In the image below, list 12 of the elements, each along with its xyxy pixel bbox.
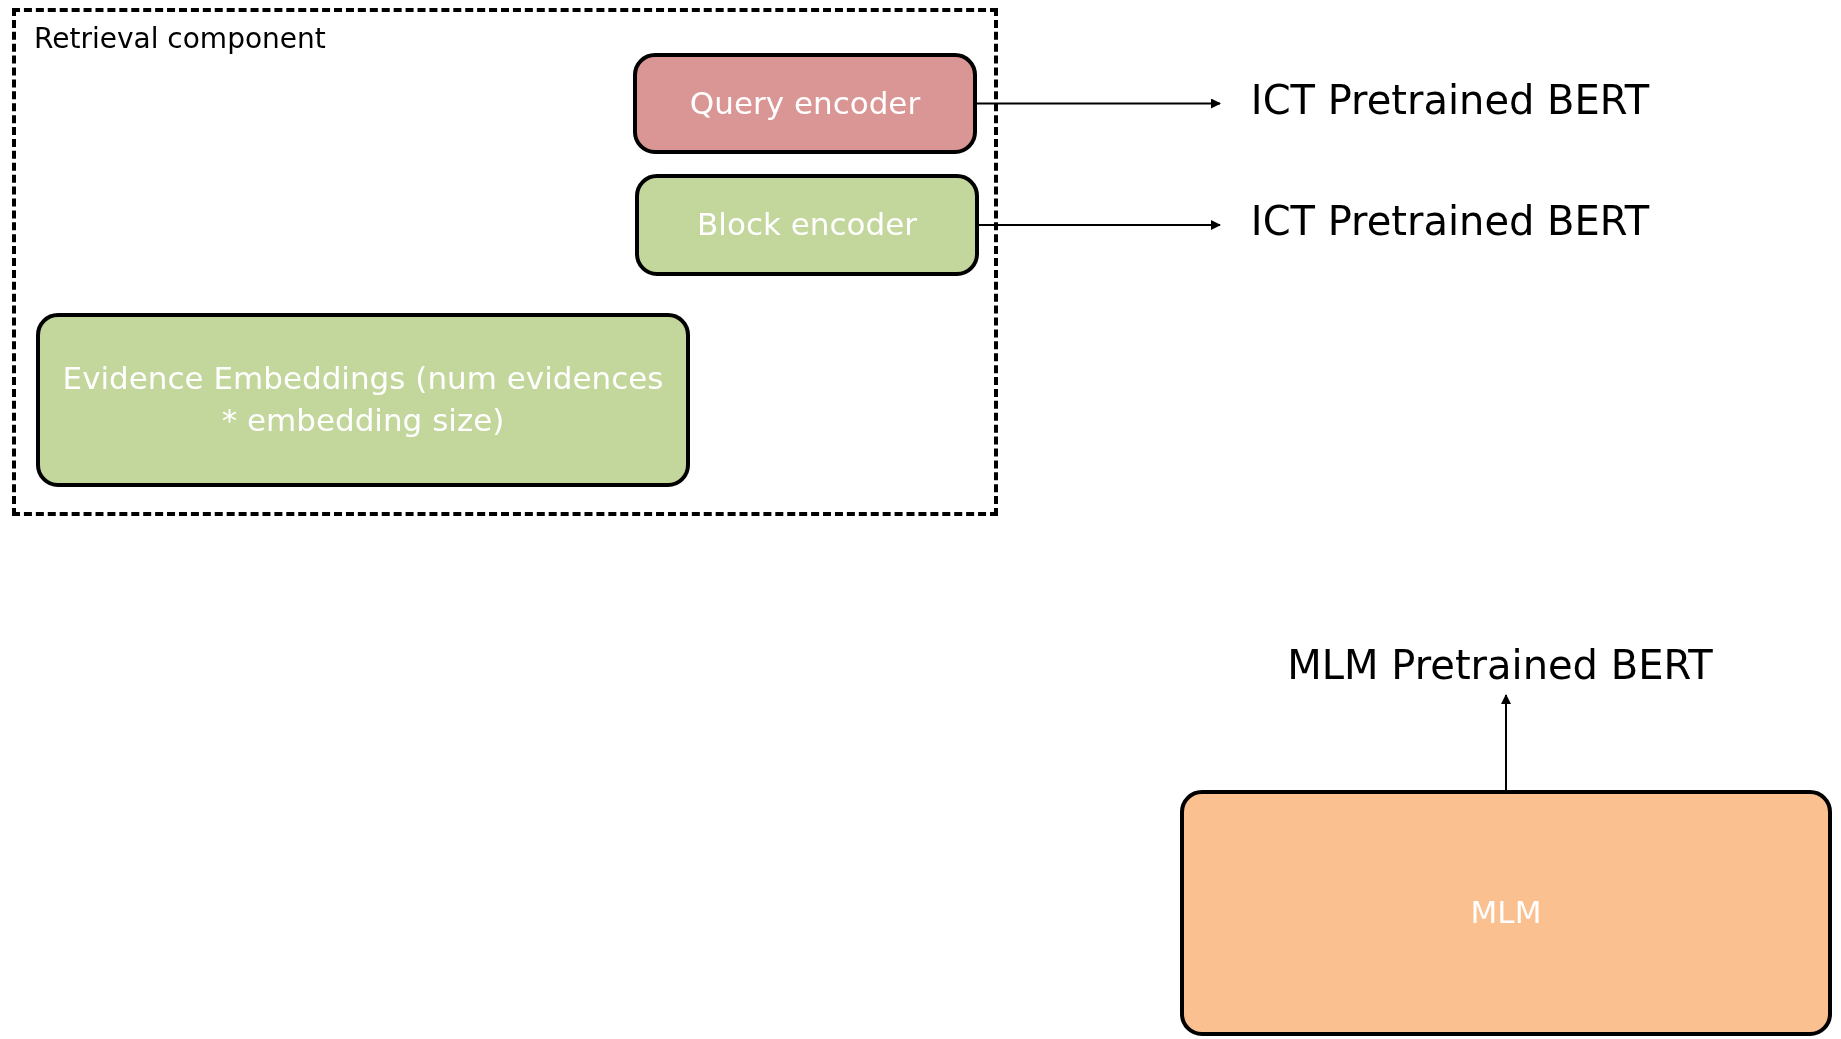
output-label: ICT Pretrained BERT xyxy=(1220,70,1680,130)
dashed-group-frame xyxy=(12,8,998,516)
arrow xyxy=(1501,694,1511,791)
arrow xyxy=(976,98,1221,109)
process-box: Block encoder xyxy=(635,174,979,276)
group-title: Retrieval component xyxy=(34,22,326,55)
process-box: Evidence Embeddings (num evidences * embedding size) xyxy=(36,313,690,487)
output-label: ICT Pretrained BERT xyxy=(1220,191,1680,251)
process-box: Query encoder xyxy=(633,53,977,154)
arrow xyxy=(978,220,1221,230)
output-label: MLM Pretrained BERT xyxy=(1260,635,1740,695)
process-box: MLM xyxy=(1180,790,1832,1036)
